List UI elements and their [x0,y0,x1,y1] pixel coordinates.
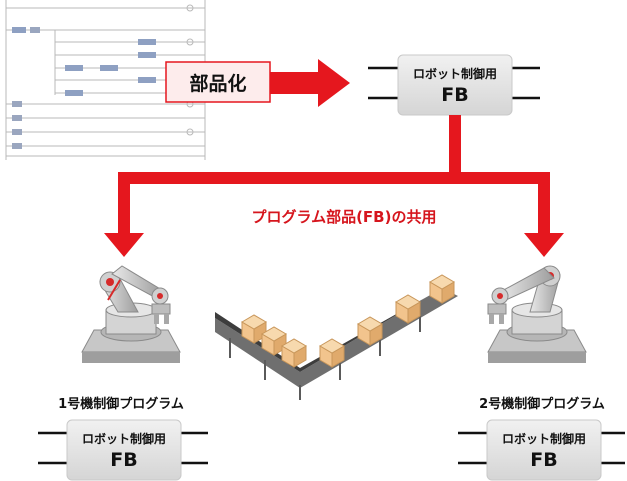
componentize-callout: 部品化 [165,61,271,103]
box-top [281,338,307,354]
distribution-arrow [104,115,564,257]
box-top [241,314,267,330]
program-label-2: 2号機制御プログラム [479,396,605,412]
robot-arm-right [487,265,587,363]
ladder-program-thumbnail [5,0,206,160]
box-top [319,338,345,354]
conveyor-boxes [241,274,455,368]
conveyor-belt [215,285,458,400]
fb-block-code: FB [110,449,137,471]
fb-block-program-1: ロボット制御用 FB [38,419,208,481]
fb-block-code: FB [441,84,468,106]
fb-block-code: FB [530,449,557,471]
componentize-arrow [270,59,350,107]
fb-block-title: ロボット制御用 [502,431,586,446]
fb-block-title: ロボット制御用 [82,431,166,446]
box-top [429,274,455,290]
program-label-1: 1号機制御プログラム [58,396,184,412]
shared-fb-caption: プログラム部品(FB)の共用 [252,208,437,226]
fb-block-program-2: ロボット制御用 FB [458,419,625,481]
box-top [395,294,421,310]
fb-block-title: ロボット制御用 [413,66,497,81]
box-top [261,326,287,342]
robot-arm-left [81,265,181,363]
fb-block-top: ロボット制御用 FB [368,54,540,116]
componentize-label: 部品化 [189,72,246,95]
box-top [357,316,383,332]
